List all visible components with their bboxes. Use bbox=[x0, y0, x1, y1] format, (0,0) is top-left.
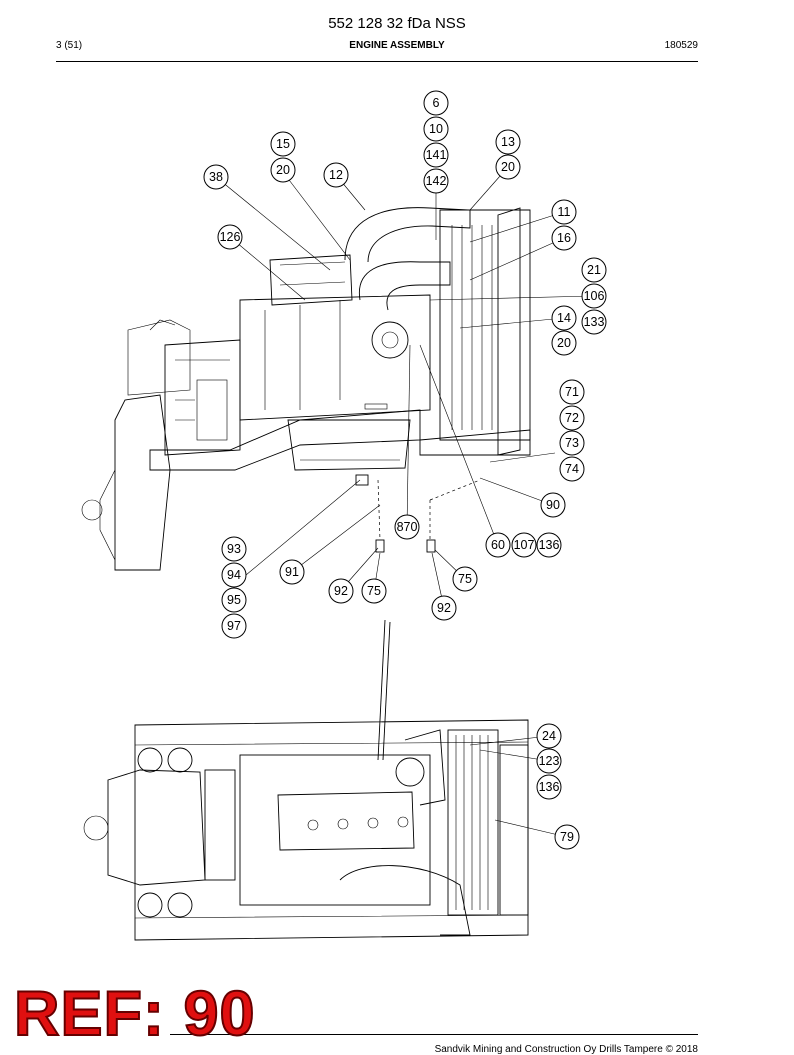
callout-15: 15 bbox=[276, 137, 290, 151]
callout-71: 71 bbox=[565, 385, 579, 399]
callouts-top-view: 6 10 141 142 15 20 13 20 38 12 11 16 126… bbox=[203, 90, 607, 639]
callout-75: 75 bbox=[367, 584, 381, 598]
callout-72: 72 bbox=[565, 411, 579, 425]
page-number: 3 (51) bbox=[56, 40, 83, 51]
callout-91: 91 bbox=[285, 565, 299, 579]
callout-11: 11 bbox=[558, 205, 571, 219]
callout-60: 60 bbox=[491, 538, 505, 552]
callout-74: 74 bbox=[565, 462, 579, 476]
callout-133: 133 bbox=[584, 315, 605, 329]
callout-136: 136 bbox=[539, 538, 560, 552]
engine-side-view bbox=[81, 207, 531, 571]
leader-lines bbox=[215, 166, 595, 838]
callout-142: 142 bbox=[426, 174, 447, 188]
callout-870: 870 bbox=[397, 520, 418, 534]
callout-6: 6 bbox=[433, 96, 440, 110]
footer-rule bbox=[170, 1034, 698, 1035]
document-title: 552 128 32 fDa NSS bbox=[328, 15, 466, 32]
callout-16: 16 bbox=[557, 231, 571, 245]
callout-93: 93 bbox=[227, 542, 241, 556]
callout-126: 126 bbox=[220, 230, 241, 244]
callout-21: 21 bbox=[587, 263, 601, 277]
callout-90: 90 bbox=[546, 498, 560, 512]
callout-12: 12 bbox=[329, 168, 343, 182]
callout-73: 73 bbox=[565, 436, 579, 450]
callout-38: 38 bbox=[209, 170, 223, 184]
callout-106: 106 bbox=[584, 289, 605, 303]
callout-24: 24 bbox=[542, 729, 556, 743]
callout-97: 97 bbox=[227, 619, 241, 633]
ref-label: REF: 90 bbox=[13, 979, 256, 1049]
callout-14: 14 bbox=[557, 311, 571, 325]
callout-75: 75 bbox=[458, 572, 472, 586]
callout-20: 20 bbox=[557, 336, 571, 350]
callout-95: 95 bbox=[227, 593, 241, 607]
callout-92: 92 bbox=[334, 584, 348, 598]
callout-79: 79 bbox=[560, 830, 574, 844]
callout-13: 13 bbox=[501, 135, 515, 149]
header-rule bbox=[56, 61, 698, 62]
document-date: 180529 bbox=[664, 40, 698, 51]
footer-copyright: Sandvik Mining and Construction Oy Drill… bbox=[434, 1044, 698, 1055]
callout-20: 20 bbox=[276, 163, 290, 177]
callouts-bottom-view: 24 123 136 79 bbox=[536, 723, 580, 850]
callout-92: 92 bbox=[437, 601, 451, 615]
callout-141: 141 bbox=[426, 148, 447, 162]
callout-94: 94 bbox=[227, 568, 241, 582]
engine-top-view bbox=[83, 619, 529, 941]
section-title: ENGINE ASSEMBLY bbox=[349, 40, 445, 51]
callout-10: 10 bbox=[429, 122, 443, 136]
callout-123: 123 bbox=[539, 754, 560, 768]
callout-136: 136 bbox=[539, 780, 560, 794]
callout-20: 20 bbox=[501, 160, 515, 174]
callout-107: 107 bbox=[514, 538, 535, 552]
